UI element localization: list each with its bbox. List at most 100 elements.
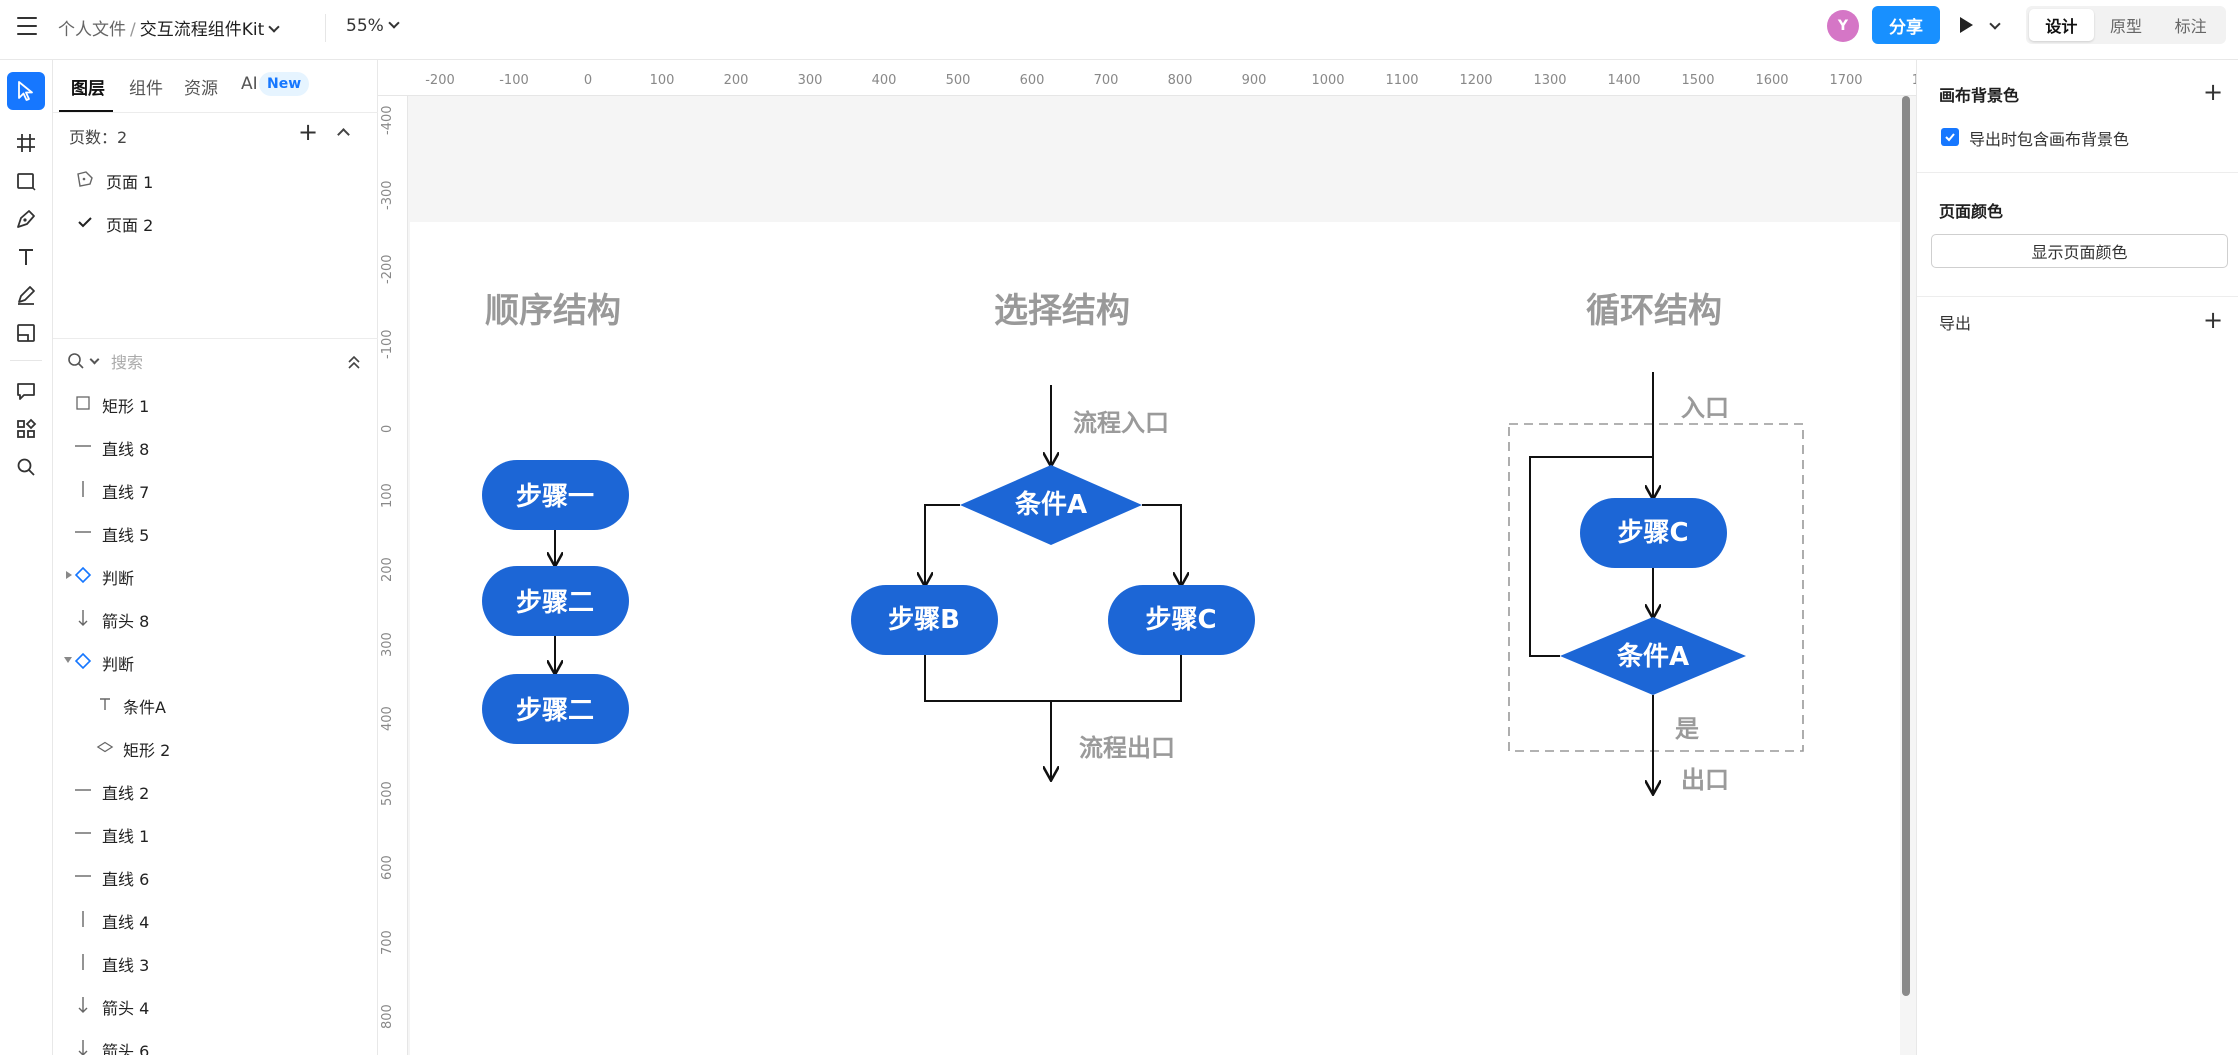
add-export-icon[interactable]: + <box>2203 306 2224 334</box>
sequence-title: 顺序结构 <box>485 291 621 331</box>
page-color-title: 页面颜色 <box>1939 202 2004 221</box>
caret-down-icon[interactable] <box>64 657 72 663</box>
selection-title: 选择结构 <box>994 291 1130 331</box>
frame-tool-button[interactable] <box>7 124 45 162</box>
ruler-tick-label: -100 <box>499 73 529 88</box>
zoom-dropdown[interactable]: 55% <box>346 16 400 36</box>
layer-label: 条件A <box>123 698 166 717</box>
rectangle-tool-button[interactable] <box>7 162 45 200</box>
sequence-step-1[interactable]: 步骤一 <box>482 460 629 530</box>
breadcrumb-parent[interactable]: 个人文件 <box>58 20 126 40</box>
tab-components[interactable]: 组件 <box>129 79 163 99</box>
mode-design[interactable]: 设计 <box>2029 9 2094 41</box>
selection-entry-label: 流程入口 <box>1073 409 1169 437</box>
layer-item[interactable]: 直线 2 <box>53 769 378 812</box>
vertical-scrollbar[interactable] <box>1902 96 1910 996</box>
layer-item[interactable]: 箭头 6 <box>53 1027 378 1055</box>
condition-label: 条件A <box>1015 490 1087 520</box>
step-label: 步骤B <box>888 604 960 635</box>
pen-tool-button[interactable] <box>7 200 45 238</box>
step-label: 步骤C <box>1617 517 1688 548</box>
layer-item[interactable]: 直线 7 <box>53 468 378 511</box>
page-item-2[interactable]: 页面 2 <box>53 202 378 242</box>
layer-search-input[interactable] <box>111 350 311 374</box>
breadcrumb-separator: / <box>130 20 136 40</box>
ruler-tick-label: 500 <box>945 73 971 88</box>
tab-layers[interactable]: 图层 <box>71 79 105 99</box>
collapse-all-icon[interactable] <box>347 356 361 370</box>
layer-item[interactable]: 箭头 4 <box>53 984 378 1027</box>
tab-assets[interactable]: 资源 <box>184 79 218 99</box>
file-name[interactable]: 交互流程组件Kit <box>139 20 265 40</box>
inspector-panel: 画布背景色 + 导出时包含画布背景色 页面颜色 显示页面颜色 导出 + <box>1916 60 2238 1055</box>
chevron-down-icon[interactable] <box>268 21 280 33</box>
canvas-bg-title: 画布背景色 <box>1939 86 2020 105</box>
tab-ai[interactable]: AI <box>241 74 258 94</box>
layer-item[interactable]: 判断 <box>53 554 378 597</box>
divider <box>53 338 378 339</box>
add-page-icon[interactable]: + <box>298 118 319 146</box>
sequence-step-3[interactable]: 步骤二 <box>482 674 629 744</box>
ruler-tick-label: 1100 <box>1385 73 1419 88</box>
layer-item[interactable]: 矩形 2 <box>53 726 378 769</box>
show-page-color-button[interactable]: 显示页面颜色 <box>1931 234 2228 268</box>
loop-entry-label: 入口 <box>1681 394 1729 422</box>
mode-switcher: 设计 原型 标注 <box>2026 6 2226 44</box>
add-canvas-bg-icon[interactable]: + <box>2203 78 2224 106</box>
include-bg-checkbox[interactable] <box>1941 128 1959 146</box>
vline-icon <box>74 953 92 971</box>
ruler-tick-label: 800 <box>1167 73 1193 88</box>
selection-condition-diamond[interactable]: 条件A <box>960 465 1142 545</box>
text-tool-button[interactable] <box>7 238 45 276</box>
search-tool-button[interactable] <box>7 448 45 486</box>
play-icon[interactable] <box>1960 17 1973 33</box>
canvas[interactable]: 顺序结构 步骤一 步骤二 步骤二 选择结构 流程入口 条件A 步骤B <box>408 96 1916 1055</box>
selection-branch-right[interactable]: 步骤C <box>1108 585 1255 655</box>
comment-tool-button[interactable] <box>7 372 45 410</box>
layer-item[interactable]: 直线 4 <box>53 898 378 941</box>
layer-search <box>53 342 378 382</box>
layer-item[interactable]: 直线 6 <box>53 855 378 898</box>
breadcrumb: 个人文件/交互流程组件Kit <box>58 15 280 40</box>
divider <box>325 14 326 42</box>
layer-item[interactable]: 判断 <box>53 640 378 683</box>
mode-annotate[interactable]: 标注 <box>2174 17 2207 36</box>
active-tab-indicator <box>59 110 113 112</box>
layer-item[interactable]: 矩形 1 <box>53 382 378 425</box>
loop-condition-diamond[interactable]: 条件A <box>1560 617 1746 695</box>
search-icon <box>68 353 84 369</box>
mode-prototype[interactable]: 原型 <box>2110 17 2143 36</box>
arrow-down-icon <box>74 1039 92 1055</box>
ruler-tick-label: 400 <box>380 706 395 731</box>
caret-right-icon[interactable] <box>66 571 72 579</box>
chevron-down-icon[interactable] <box>1989 18 2001 30</box>
layer-item[interactable]: 直线 8 <box>53 425 378 468</box>
selection-branch-left[interactable]: 步骤B <box>851 585 998 655</box>
hline-icon <box>74 781 92 799</box>
chevron-up-icon[interactable] <box>337 128 350 141</box>
menu-icon[interactable] <box>17 17 37 35</box>
sequence-step-2[interactable]: 步骤二 <box>482 566 629 636</box>
slice-tool-button[interactable] <box>7 314 45 352</box>
page-label: 页面 2 <box>106 216 154 235</box>
share-button[interactable]: 分享 <box>1872 6 1940 44</box>
frame-icon <box>17 134 35 152</box>
avatar[interactable]: Y <box>1827 10 1859 42</box>
layer-item[interactable]: 直线 3 <box>53 941 378 984</box>
loop-step[interactable]: 步骤C <box>1580 498 1727 568</box>
pages-count: 页数：2 <box>69 128 128 147</box>
pencil-tool-button[interactable] <box>7 276 45 314</box>
page-item-1[interactable]: 页面 1 <box>53 159 378 199</box>
layer-label: 直线 1 <box>102 827 150 846</box>
chevron-down-icon <box>388 17 400 29</box>
layer-item[interactable]: 箭头 8 <box>53 597 378 640</box>
layer-item[interactable]: 直线 1 <box>53 812 378 855</box>
select-tool-button[interactable] <box>7 72 45 110</box>
layer-label: 直线 7 <box>102 483 150 502</box>
ruler-tick-label: 1600 <box>1755 73 1789 88</box>
chevron-down-icon[interactable] <box>89 354 100 365</box>
plugins-tool-button[interactable] <box>7 410 45 448</box>
layer-item[interactable]: 条件A <box>53 683 378 726</box>
layer-item[interactable]: 直线 5 <box>53 511 378 554</box>
